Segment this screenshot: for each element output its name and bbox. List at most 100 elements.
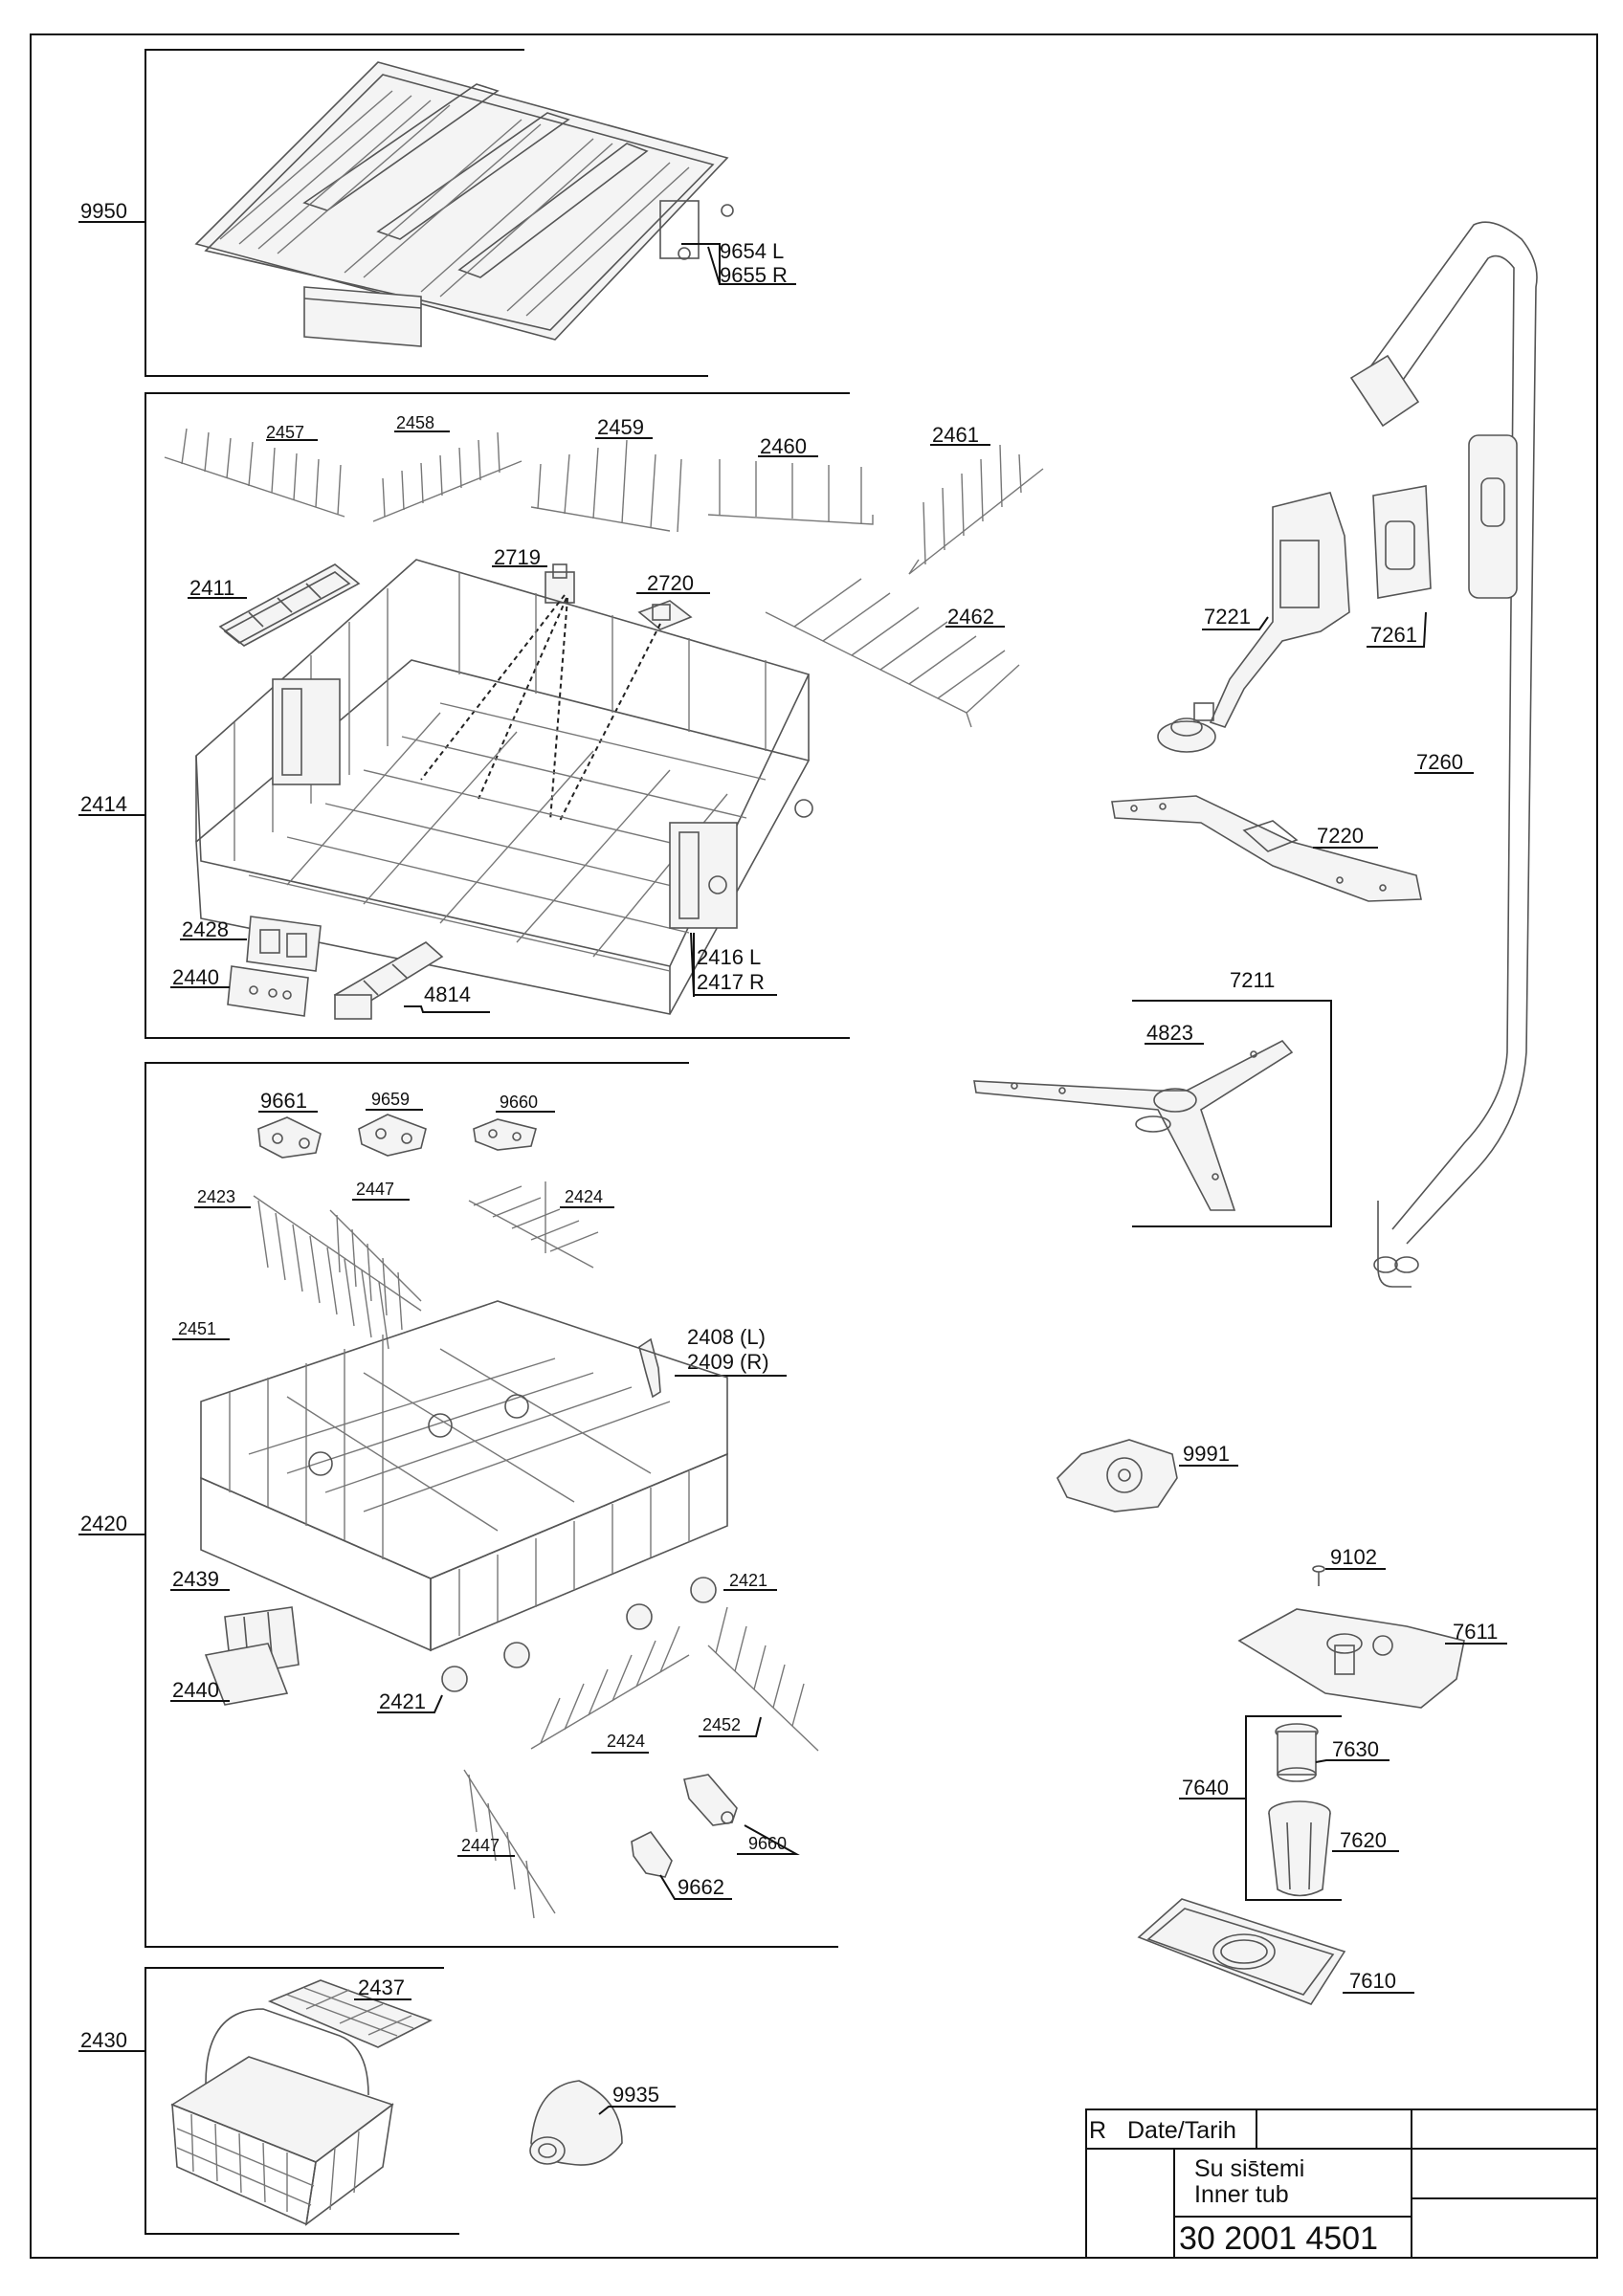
- bracket-7261-drawing: [1372, 485, 1432, 599]
- tine-rack-2423-drawing: [253, 1195, 422, 1350]
- cutlery-drawer-drawing: [194, 61, 734, 347]
- lower-spray-arm-4823-drawing: [973, 1039, 1294, 1211]
- part-label-9660-bottom: 9660: [748, 1834, 787, 1853]
- part-label-7630: 7630: [1332, 1737, 1379, 1761]
- title-block-name-en: Inner tub: [1194, 2181, 1289, 2208]
- title-block-date-label: Date/Tarih: [1127, 2117, 1236, 2144]
- part-label-2460: 2460: [760, 434, 807, 458]
- micro-filter-7610-drawing: [1137, 1898, 1346, 2005]
- part-label-7221: 7221: [1204, 605, 1251, 629]
- upper-basket-drawing: [195, 559, 813, 1015]
- part-label-2447-top: 2447: [356, 1180, 394, 1199]
- upper-spray-arm-7220-drawing: [1111, 795, 1422, 902]
- part-label-2440-lower: 2440: [172, 1678, 219, 1702]
- group-2420-bracket: [145, 1062, 838, 1948]
- group-label-2414: 2414: [80, 792, 127, 816]
- part-label-7261: 7261: [1370, 623, 1417, 647]
- part-label-9102: 9102: [1330, 1545, 1377, 1569]
- part-label-2437: 2437: [358, 1976, 405, 1999]
- tine-rack-2452-drawing: [707, 1606, 819, 1752]
- tine-rack-2460-drawing: [707, 459, 874, 525]
- part-label-2439: 2439: [172, 1567, 219, 1591]
- water-pipe-7260-drawing: [1349, 221, 1538, 1288]
- part-label-2458: 2458: [396, 413, 434, 432]
- clip-9659-drawing: [358, 1114, 427, 1157]
- title-block: R Date/Tarih Su sis̄temi Inner tub 30 20…: [1085, 2108, 1598, 2259]
- part-label-7620: 7620: [1340, 1828, 1387, 1852]
- title-block-name-tr: Su sis̄temi: [1194, 2155, 1304, 2182]
- part-label-9935: 9935: [612, 2083, 659, 2107]
- part-label-7611: 7611: [1453, 1620, 1498, 1644]
- sump-cover-7611-drawing: [1237, 1608, 1465, 1709]
- hub-9991-drawing: [1056, 1439, 1178, 1512]
- lower-basket-drawing: [200, 1300, 728, 1692]
- cutlery-basket-drawing: [170, 2008, 394, 2226]
- part-label-2451: 2451: [178, 1319, 216, 1338]
- group-9950: 9950 9654 L 9655 R: [78, 49, 796, 377]
- group-label-2430: 2430: [80, 2028, 127, 2052]
- insert-2440-drawing: [227, 965, 309, 1017]
- tine-rack-2424-bottom-drawing: [530, 1625, 690, 1750]
- part-label-2462: 2462: [947, 605, 994, 629]
- group-2430: 2430 2437: [78, 1967, 676, 2235]
- part-label-7211: 7211: [1230, 968, 1275, 992]
- group-2430-bracket: [145, 1967, 459, 2235]
- part-label-9991: 9991: [1183, 1442, 1230, 1466]
- part-label-2424-top: 2424: [565, 1187, 603, 1206]
- part-label-2719: 2719: [494, 545, 541, 569]
- insert-2428-drawing: [246, 916, 322, 972]
- part-label-2447-bottom: 2447: [461, 1836, 500, 1855]
- part-label-7220: 7220: [1317, 824, 1364, 848]
- group-2414-bracket: [145, 392, 850, 1039]
- part-label-2408: 2408 (L): [687, 1325, 766, 1349]
- title-block-doc-number: 30 2001 4501: [1179, 2220, 1378, 2257]
- part-label-9660-top: 9660: [500, 1093, 538, 1112]
- tine-rack-2462-drawing: [765, 578, 1020, 728]
- part-label-7640: 7640: [1182, 1776, 1229, 1799]
- clip-9660-top-drawing: [473, 1118, 537, 1151]
- clip-4814-drawing: [333, 941, 444, 1020]
- tine-rack-2447-top-drawing: [329, 1209, 422, 1331]
- part-label-2440-upper: 2440: [172, 965, 219, 989]
- part-label-7610: 7610: [1349, 1969, 1396, 1993]
- tine-rack-2461-drawing: [908, 444, 1044, 575]
- part-label-2421-right: 2421: [729, 1571, 767, 1590]
- part-label-2417: 2417 R: [697, 970, 765, 994]
- part-label-9654: 9654 L: [720, 239, 784, 263]
- part-label-9661: 9661: [260, 1089, 307, 1113]
- part-label-2411: 2411: [189, 576, 234, 600]
- filter-7620-drawing: [1268, 1800, 1331, 1897]
- group-9950-bracket: [145, 49, 708, 377]
- tine-rack-2447-bottom-drawing: [463, 1769, 556, 1919]
- part-label-2459: 2459: [597, 415, 644, 439]
- part-label-9662: 9662: [678, 1875, 724, 1899]
- clip-2408-drawing: [638, 1337, 661, 1399]
- part-label-2409: 2409 (R): [687, 1350, 769, 1374]
- tine-rack-2459-drawing: [530, 439, 682, 533]
- drawing-border: [30, 33, 1598, 2259]
- part-label-2421-bottom: 2421: [379, 1689, 426, 1713]
- part-label-2428: 2428: [182, 917, 229, 941]
- clip-2719-drawing: [545, 563, 575, 604]
- tine-rack-2458-drawing: [372, 431, 522, 522]
- tine-rack-2424-top-drawing: [468, 1181, 599, 1269]
- cap-9935-drawing: [529, 2080, 623, 2166]
- tine-rack-2457-drawing: [164, 428, 345, 518]
- group-label-9950: 9950: [80, 199, 127, 223]
- part-label-2457: 2457: [266, 423, 304, 442]
- screw-9102-drawing: [1312, 1565, 1325, 1586]
- clip-2720-drawing: [637, 600, 693, 630]
- part-label-9655: 9655 R: [720, 263, 788, 287]
- clip-9661-drawing: [257, 1116, 322, 1159]
- part-label-7260: 7260: [1416, 750, 1463, 774]
- title-block-revision: R: [1089, 2117, 1106, 2144]
- group-2420: 2420 9661 9659 9660 242: [78, 1062, 838, 1948]
- part-label-2424-bottom: 2424: [607, 1732, 645, 1751]
- part-label-2416: 2416 L: [697, 945, 761, 969]
- grid-cover-2437-drawing: [267, 1979, 434, 2048]
- upper-arm-pipe-7221-drawing: [1157, 492, 1350, 753]
- clip-9660-bottom-drawing: [683, 1774, 738, 1826]
- clip-9662-drawing: [631, 1830, 673, 1878]
- group-7211-bracket: [1132, 1000, 1332, 1227]
